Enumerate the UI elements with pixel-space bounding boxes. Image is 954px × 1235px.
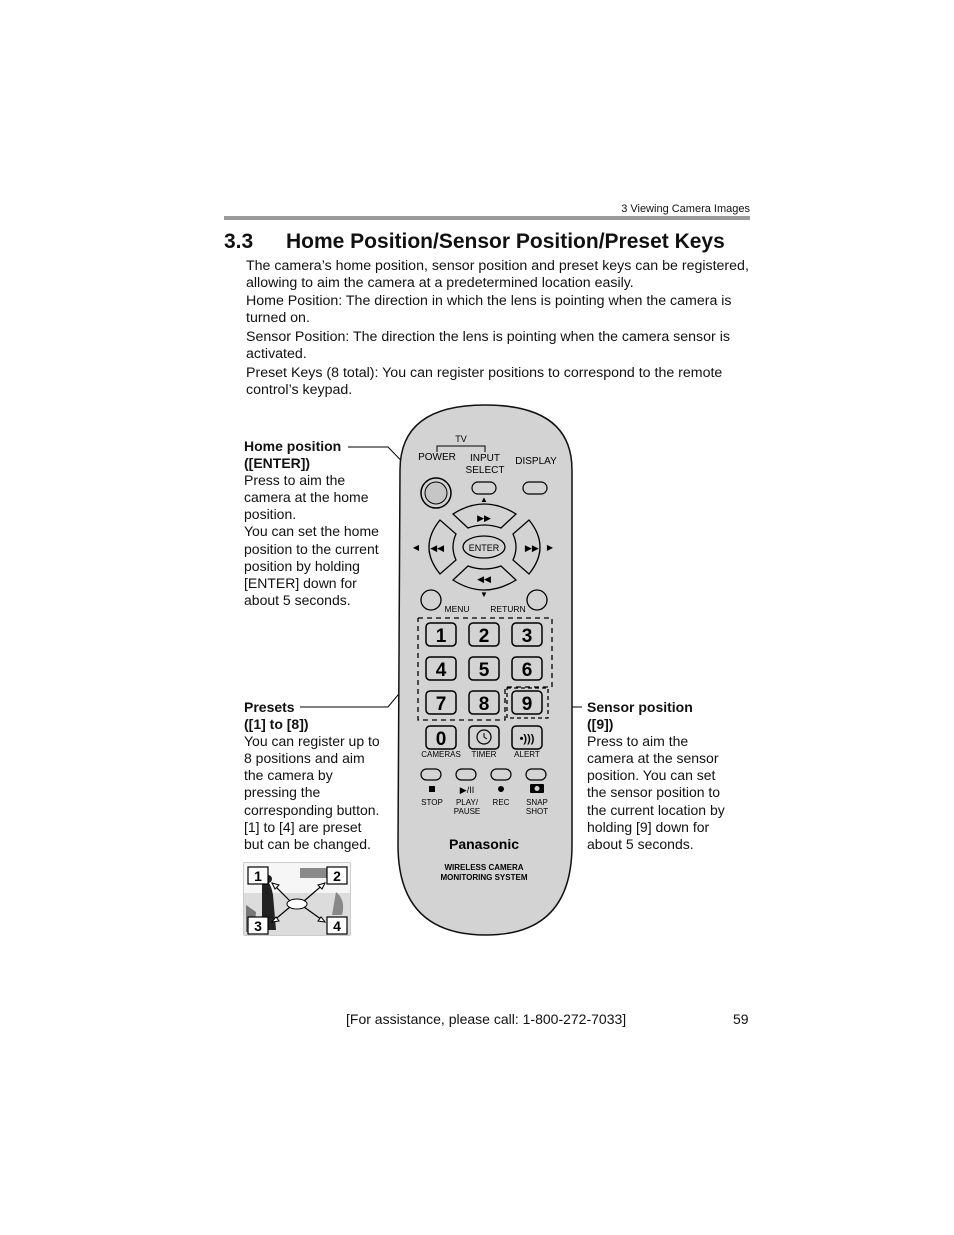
key-2-label: 2 <box>479 626 490 647</box>
return-label: RETURN <box>490 604 525 614</box>
key-3-label: 3 <box>522 626 533 647</box>
key-4-label: 4 <box>436 660 447 681</box>
stop-label: STOP <box>421 798 443 807</box>
thumbnail-label-1: 1 <box>254 868 262 884</box>
key-6-label: 6 <box>522 660 533 681</box>
power-label: POWER <box>418 452 456 463</box>
play-label: PLAY/ <box>456 798 479 807</box>
power-button-inner <box>425 482 447 504</box>
cameras-label: CAMERAS <box>421 750 461 759</box>
rec-button[interactable] <box>491 769 511 780</box>
stop-icon <box>429 786 435 792</box>
thumbnail-picture <box>300 868 330 878</box>
key-9[interactable]: 9 <box>512 691 542 715</box>
page-number: 59 <box>733 1011 749 1027</box>
menu-label: MENU <box>444 604 469 614</box>
rewind-icon: ◀◀ <box>477 574 491 584</box>
key-6[interactable]: 6 <box>512 657 542 681</box>
key-2[interactable]: 2 <box>469 623 499 647</box>
cameras-key[interactable]: 0 <box>426 726 456 750</box>
timer-label: TIMER <box>472 750 497 759</box>
select-label: SELECT <box>466 465 505 476</box>
alert-waves-icon: •))) <box>520 733 535 745</box>
left-arrow-icon: ◀ <box>413 543 420 552</box>
key-8-label: 8 <box>479 694 490 715</box>
assistance-footer: [For assistance, please call: 1-800-272-… <box>346 1011 626 1027</box>
key-7-label: 7 <box>436 694 447 715</box>
key-1[interactable]: 1 <box>426 623 456 647</box>
thumbnail-label-3: 3 <box>254 918 262 934</box>
key-8[interactable]: 8 <box>469 691 499 715</box>
down-arrow-icon: ▼ <box>480 590 488 599</box>
key-9-label: 9 <box>522 694 533 715</box>
key-0-label: 0 <box>436 729 447 750</box>
right-arrow-icon: ▶ <box>547 543 554 552</box>
key-5[interactable]: 5 <box>469 657 499 681</box>
fast-forward-icon: ▶▶ <box>477 513 491 523</box>
key-1-label: 1 <box>436 626 447 647</box>
menu-button[interactable] <box>421 590 441 610</box>
key-3[interactable]: 3 <box>512 623 542 647</box>
tv-label: TV <box>455 434 467 444</box>
snap-label: SNAP <box>526 798 548 807</box>
rec-icon <box>498 786 504 792</box>
skip-forward-icon: ▶▶| <box>525 543 541 553</box>
key-7[interactable]: 7 <box>426 691 456 715</box>
input-label: INPUT <box>470 453 500 464</box>
play-pause-icon: ▶/II <box>460 785 474 795</box>
thumbnail-label-4: 4 <box>333 918 341 934</box>
shot-label: SHOT <box>526 807 548 816</box>
alert-label: ALERT <box>514 750 540 759</box>
timer-key[interactable] <box>469 726 499 749</box>
enter-label: ENTER <box>469 543 500 553</box>
stop-button[interactable] <box>421 769 441 780</box>
input-select-button[interactable] <box>472 482 496 494</box>
snapshot-button[interactable] <box>526 769 546 780</box>
rec-label: REC <box>493 798 510 807</box>
up-arrow-icon: ▲ <box>480 495 488 504</box>
key-4[interactable]: 4 <box>426 657 456 681</box>
brand-logo: Panasonic <box>449 836 519 852</box>
camera-lens-icon <box>535 786 540 791</box>
system-name-line1: WIRELESS CAMERA <box>444 863 523 872</box>
display-button[interactable] <box>523 482 547 494</box>
play-pause-button[interactable] <box>456 769 476 780</box>
display-label: DISPLAY <box>515 456 557 467</box>
pause-label: PAUSE <box>454 807 481 816</box>
alert-key[interactable]: •))) <box>512 726 542 749</box>
system-name-line2: MONITORING SYSTEM <box>441 873 528 882</box>
return-button[interactable] <box>527 590 547 610</box>
key-5-label: 5 <box>479 660 490 681</box>
preset-positions-thumbnail: 1 2 3 4 <box>244 863 350 935</box>
skip-back-icon: |◀◀ <box>428 543 444 553</box>
thumbnail-label-2: 2 <box>333 868 341 884</box>
